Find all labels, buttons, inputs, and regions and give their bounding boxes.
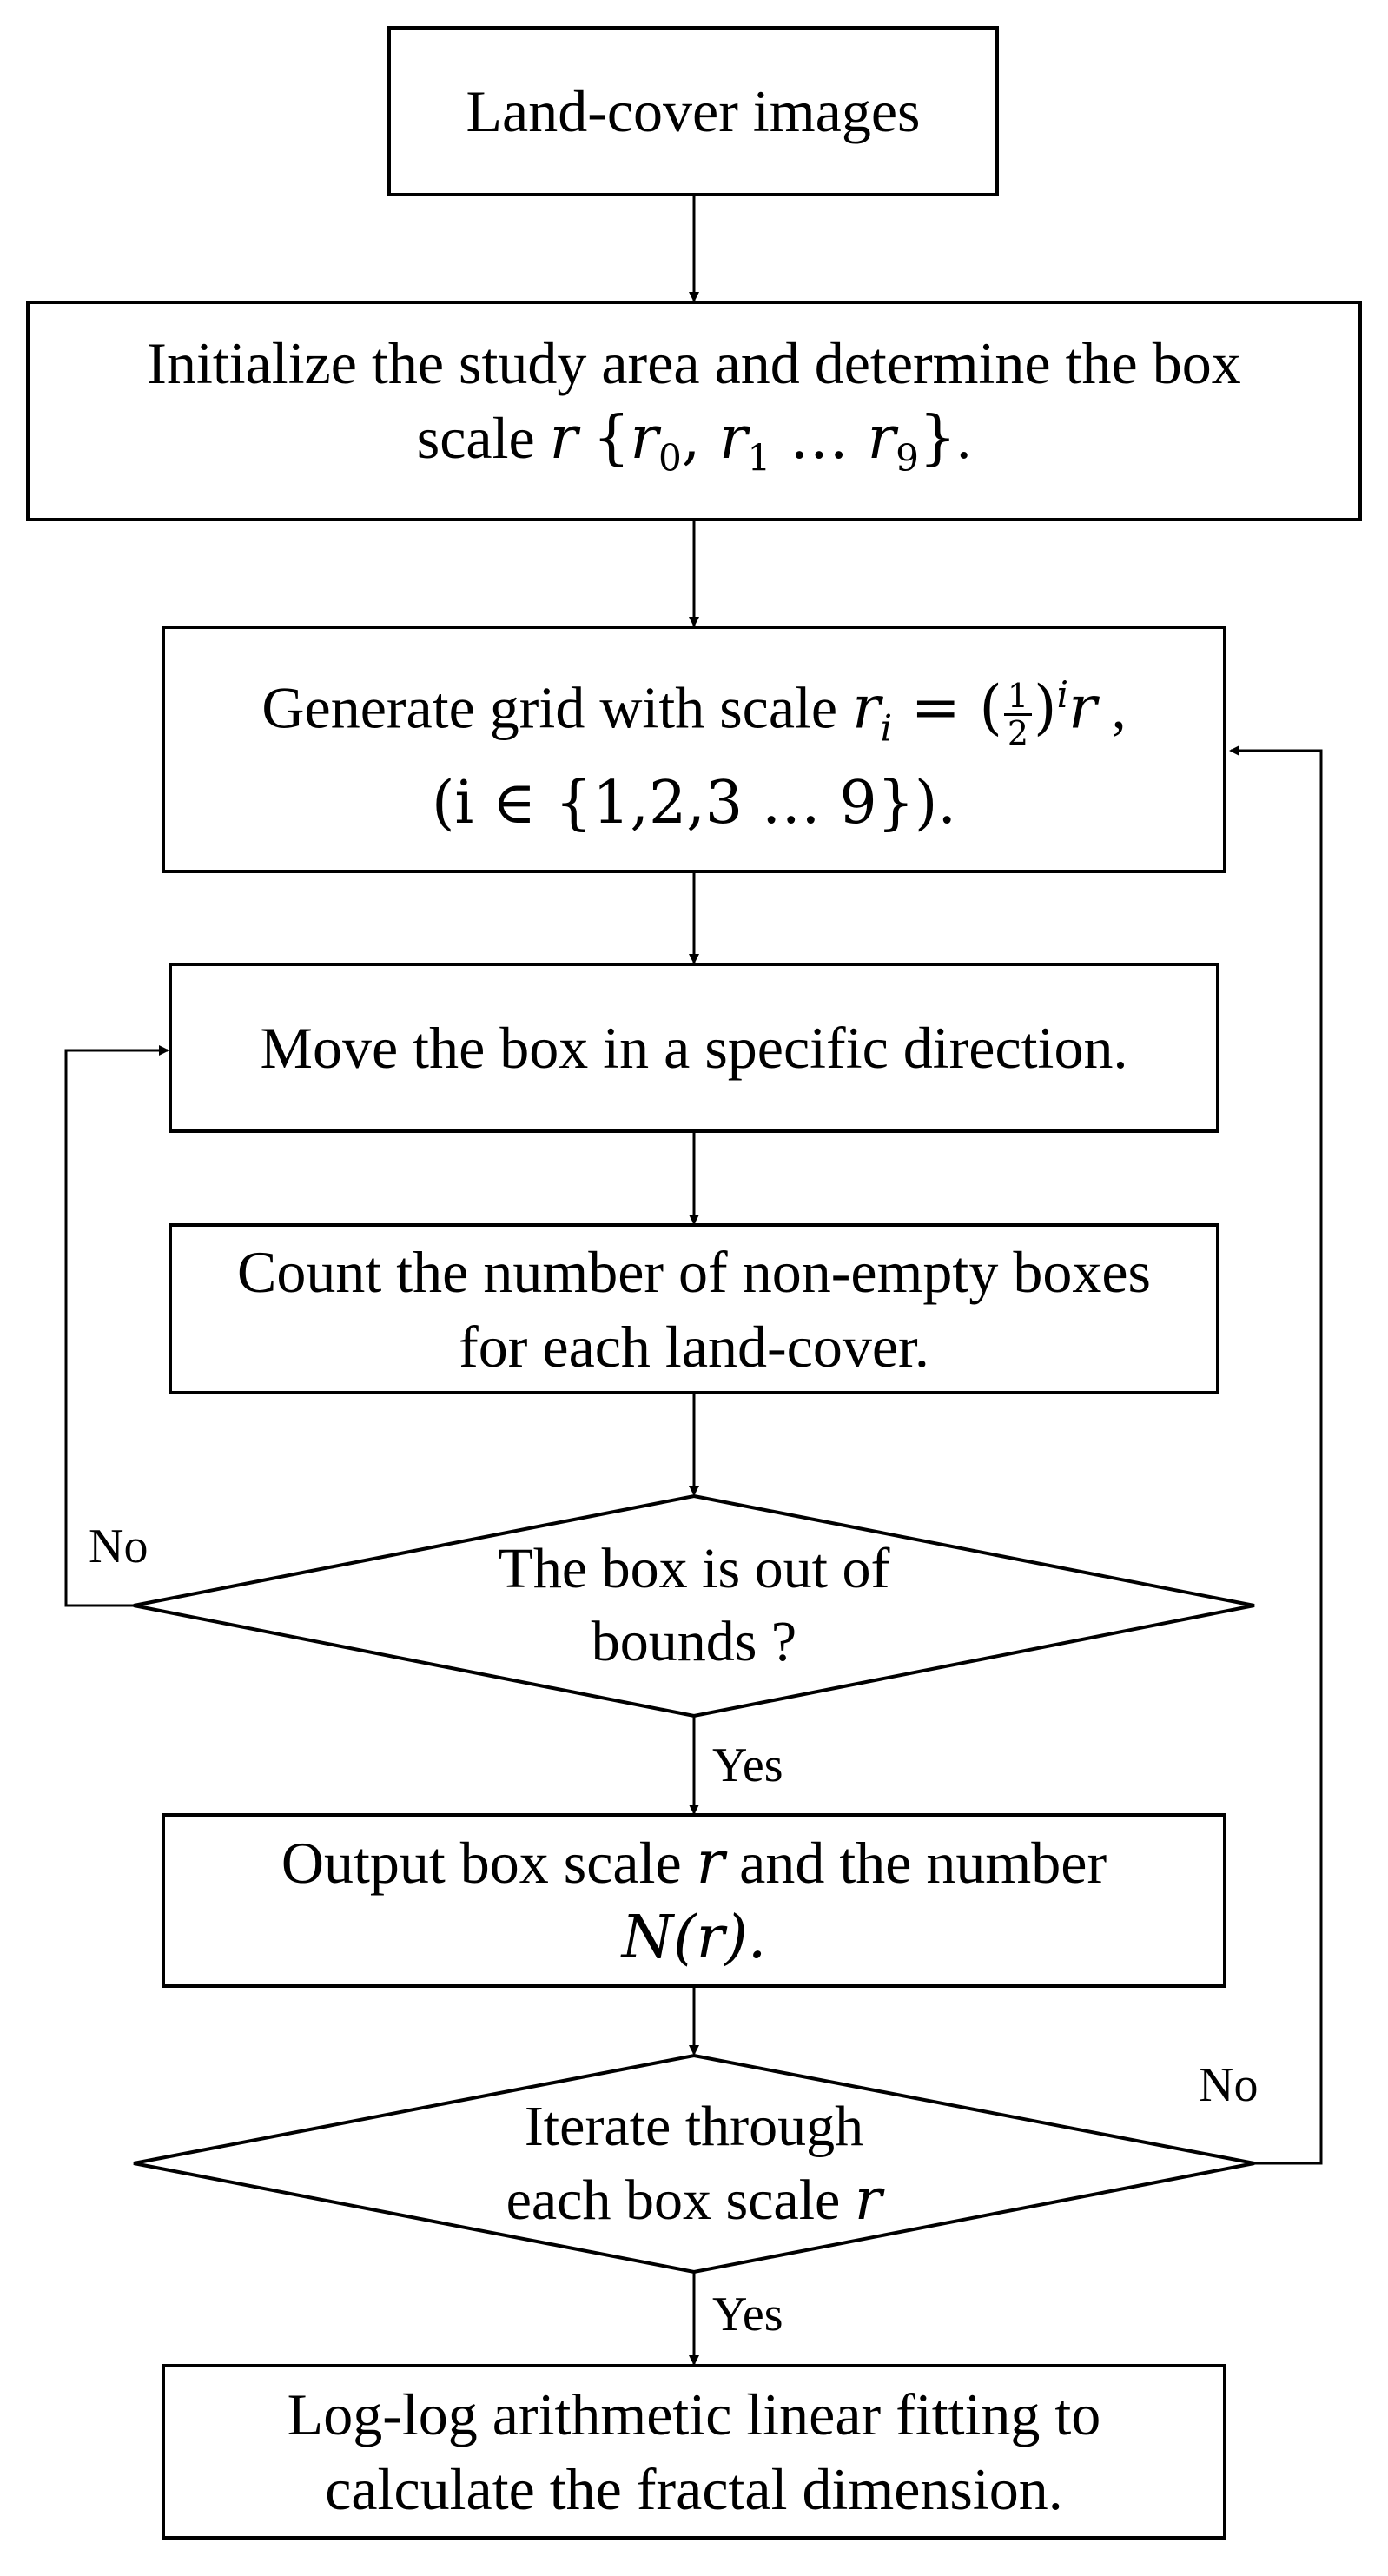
decision1-text: The box is out of bounds ? [325,1527,1063,1684]
count-line-1: Count the number of non-empty boxes [237,1238,1151,1305]
decision1-line-2: bounds ? [591,1610,797,1673]
yes-label-2: Yes [712,2288,783,2341]
loop-no-to-move [64,1045,169,1607]
init-line-2: scale r {r0, r1 … r9}. [416,404,972,480]
move-node-label: Move the box in a specific direction. [260,1015,1128,1081]
final-node: Log-log arithmetic linear fitting to cal… [162,2364,1226,2540]
final-line-1: Log-log arithmetic linear fitting to [287,2381,1101,2447]
count-line-2: for each land-cover. [459,1313,929,1380]
yes-label-1: Yes [712,1738,783,1792]
final-line-2: calculate the fractal dimension. [325,2456,1063,2522]
no-label-1: No [89,1520,149,1573]
decision-diamond-1 [133,1493,1255,1718]
decision1-line-1: The box is out of [498,1537,890,1600]
output-node: Output box scale r and the number N(r). [162,1813,1226,1988]
count-node: Count the number of non-empty boxes for … [169,1223,1219,1394]
decision2-line-2: each box scale r [506,2165,882,2233]
decision2-text: Iterate through each box scale r [325,2085,1063,2242]
init-node: Initialize the study area and determine … [26,301,1362,521]
decision2-line-1: Iterate through [524,2094,864,2158]
init-line-1: Initialize the study area and determine … [147,330,1241,397]
start-node-label: Land-cover images [466,78,921,144]
loop-no-to-grid [1229,745,1323,2165]
move-node: Move the box in a specific direction. [169,963,1219,1133]
output-line-2: N(r). [621,1904,767,1972]
decision-diamond-2 [133,2053,1255,2275]
grid-line-2: (i ∈ {1,2,3 … 9}). [431,768,957,838]
start-node: Land-cover images [387,26,999,196]
output-line-1: Output box scale r and the number [281,1829,1107,1897]
no-label-2: No [1199,2058,1259,2112]
